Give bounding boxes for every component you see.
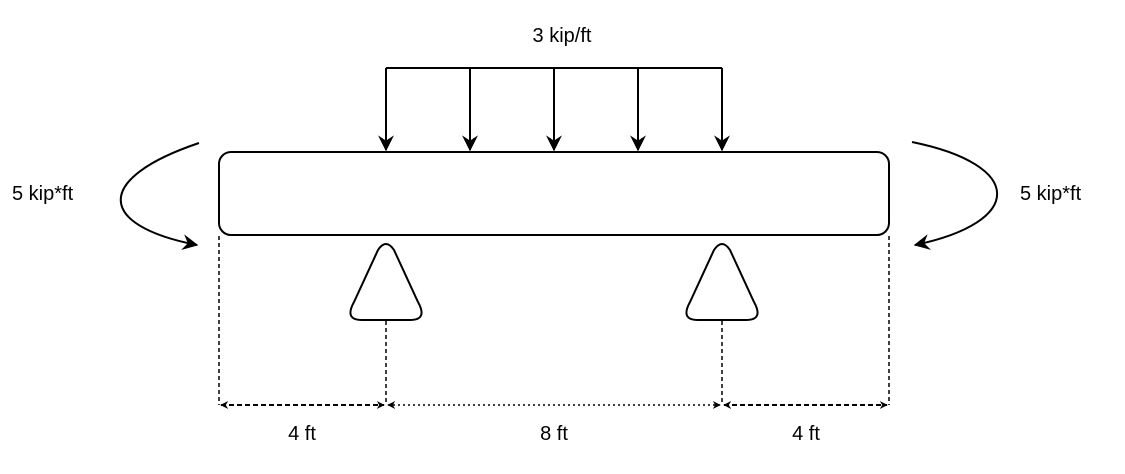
- moment-right-arrow: [911, 141, 998, 250]
- support-right: [685, 243, 759, 321]
- support-left: [349, 243, 423, 321]
- dimension-label-middle: 8 ft: [540, 423, 568, 445]
- moment-left-label: 5 kip*ft: [12, 183, 74, 205]
- moment-right-label: 5 kip*ft: [1020, 183, 1082, 205]
- distributed-load-label: 3 kip/ft: [533, 25, 592, 47]
- dimension-label-right: 4 ft: [792, 423, 820, 445]
- dimension-label-left: 4 ft: [288, 423, 316, 445]
- moment-left-arrow: [119, 142, 200, 251]
- extension-lines: [218, 236, 890, 405]
- distributed-load: [378, 67, 730, 152]
- beam: [218, 151, 890, 236]
